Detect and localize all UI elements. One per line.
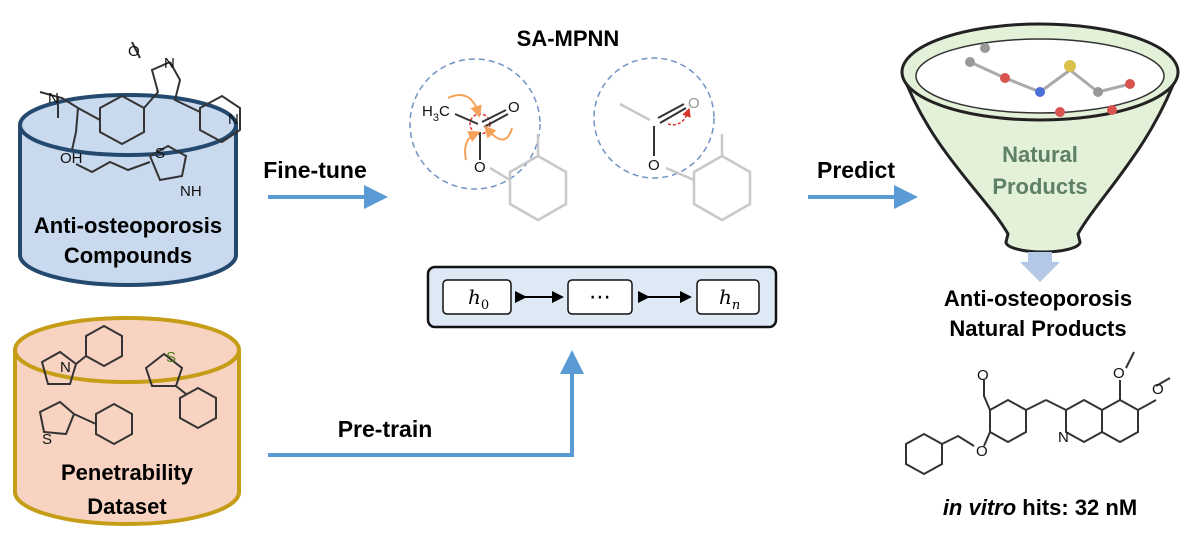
- cylinder-top-label-line1: Anti-osteoporosis: [34, 213, 222, 238]
- compound-structure-icon: N OH O N N S NH: [39, 41, 241, 200]
- natural-products-funnel: [900, 22, 1180, 254]
- atom-n-amide: N: [164, 55, 175, 72]
- atom-oh: OH: [60, 150, 83, 167]
- hit-compound-structure-icon: O O N O O: [905, 351, 1171, 476]
- output-label-line1: Anti-osteoporosis: [944, 286, 1132, 311]
- cylinder-bottom-label-line1: Penetrability: [61, 460, 194, 485]
- molecule-attention-right: O O: [593, 57, 752, 222]
- atom-o-top: O: [128, 43, 140, 60]
- sa-mpnn-title: SA-MPNN: [517, 26, 620, 51]
- predict-label: Predict: [817, 157, 895, 183]
- cylinder-top-label-line2: Compounds: [64, 243, 192, 268]
- atom-o-right-carbonyl: O: [688, 95, 700, 112]
- finetune-label: Fine-tune: [263, 157, 367, 183]
- pretrain-arrow: [268, 350, 584, 457]
- atom-o-methoxy-left: O: [977, 367, 989, 384]
- down-arrow-icon: [1020, 252, 1060, 282]
- funnel-label-line2: Products: [992, 174, 1087, 199]
- molecule-attention-left: H3C O O: [409, 58, 568, 222]
- atom-h3c-left: H3C: [422, 103, 450, 124]
- pretrain-label: Pre-train: [338, 416, 433, 442]
- atom-o-right-ester: O: [648, 157, 660, 174]
- ball-stick-molecule-icon: [965, 43, 1135, 117]
- hits-result: in vitro hits: 32 nM: [943, 495, 1137, 520]
- hidden-state-hn: hn: [719, 285, 740, 313]
- atom-o-left-ester: O: [474, 159, 486, 176]
- hidden-state-panel: [426, 265, 778, 329]
- atom-s-thiophene: S: [166, 349, 176, 366]
- hidden-state-h0: h0: [468, 285, 489, 313]
- funnel-label-line1: Natural: [1002, 142, 1078, 167]
- atom-s-thiadiazole: S: [42, 431, 52, 448]
- atom-nh: NH: [180, 183, 202, 200]
- cylinder-bottom-label-line2: Dataset: [87, 494, 167, 519]
- atom-o-methoxy-right: O: [1152, 381, 1164, 398]
- atom-o-benzyloxy: O: [976, 443, 988, 460]
- atom-s-top: S: [155, 145, 165, 162]
- atom-n-pyridine: N: [228, 111, 239, 128]
- dataset-structures-icon: S S N: [38, 324, 217, 448]
- atom-o-methoxy-top: O: [1113, 365, 1125, 382]
- output-label-line2: Natural Products: [949, 316, 1126, 341]
- atom-n-isoquinoline: N: [1058, 429, 1069, 446]
- atom-n-imidazole: N: [60, 359, 71, 376]
- atom-o-left-carbonyl: O: [508, 99, 520, 116]
- atom-n-top: N: [48, 90, 59, 107]
- hidden-state-ellipsis: ⋯: [589, 284, 611, 309]
